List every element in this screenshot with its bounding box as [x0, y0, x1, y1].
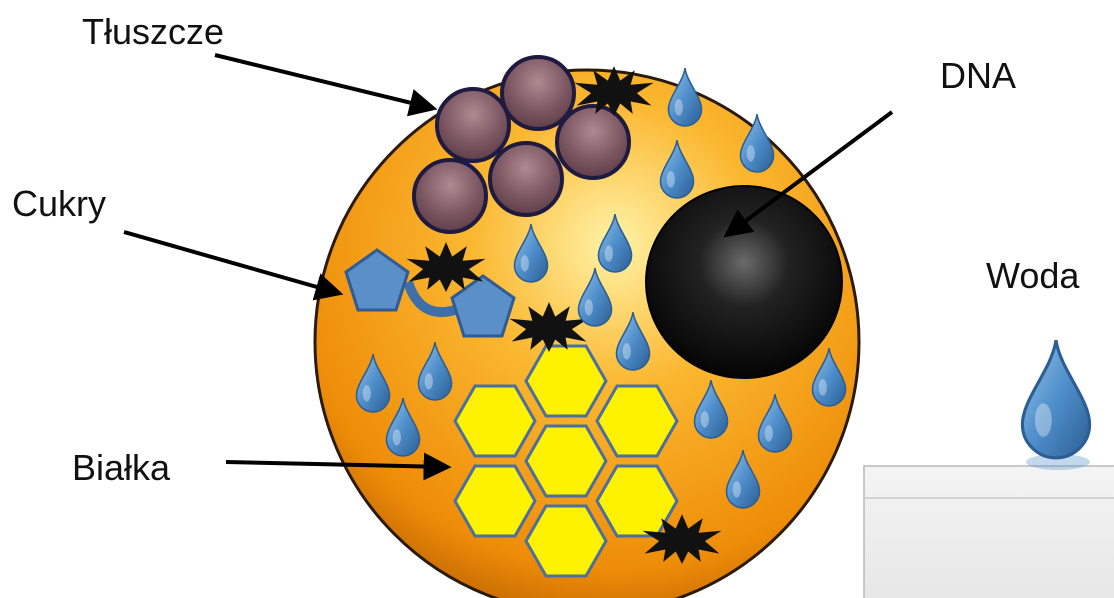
- fats-label: Tłuszcze: [82, 14, 224, 50]
- surface-block: [864, 466, 1114, 598]
- fat-sphere-icon: [557, 106, 629, 178]
- fats-arrow: [215, 55, 432, 108]
- sugars-label: Cukry: [12, 186, 106, 222]
- water-label: Woda: [986, 258, 1079, 294]
- dna-label: DNA: [940, 58, 1016, 94]
- fat-sphere-icon: [437, 89, 509, 161]
- fat-sphere-icon: [414, 160, 486, 232]
- fat-sphere-icon: [502, 57, 574, 129]
- large-water-drop-icon: [1022, 340, 1089, 458]
- dna-nucleus-icon: [646, 186, 842, 378]
- sugars-arrow: [124, 232, 338, 293]
- proteins-label: Białka: [72, 450, 170, 486]
- water-drop-icon: [668, 68, 701, 126]
- fat-sphere-icon: [490, 143, 562, 215]
- water-sample: [864, 340, 1114, 598]
